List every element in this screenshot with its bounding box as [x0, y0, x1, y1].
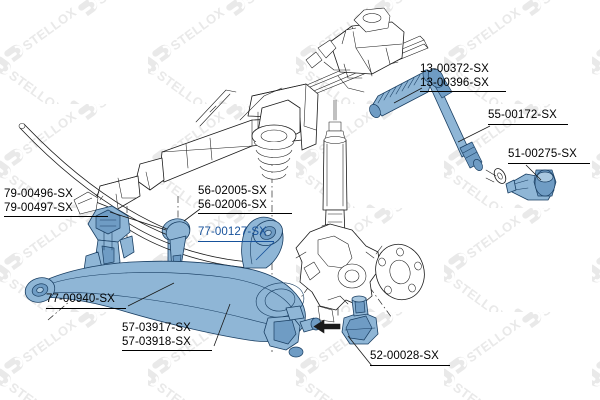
- label-underline: [198, 213, 292, 214]
- outer-tie-rod-end-label: 51-00275-SX: [508, 148, 590, 164]
- label-underline: [370, 364, 450, 366]
- label-line: 13-00396-SX: [420, 76, 489, 89]
- label-line: 52-00028-SX: [370, 350, 439, 362]
- label-line: 79-00496-SX: [4, 188, 73, 200]
- stabilizer-bushing-label: 79-00496-SX 79-00497-SX: [4, 188, 108, 217]
- label-underline: [420, 91, 506, 92]
- label-line: 55-00172-SX: [488, 109, 557, 121]
- label-line: 56-02005-SX: [198, 185, 267, 197]
- control-arm-bushing-label: 57-03917-SX 57-03918-SX: [122, 322, 212, 351]
- inner-tie-rod-label: 55-00172-SX: [488, 109, 568, 125]
- control-arm-label: 77-00127-SX: [198, 226, 274, 242]
- label-underline: [488, 123, 568, 125]
- label-line: 77-00940-SX: [46, 293, 115, 305]
- label-underline: [4, 216, 108, 217]
- label-line: 13-00372-SX: [420, 63, 489, 75]
- label-line: 79-00497-SX: [4, 201, 73, 214]
- label-line: 57-03918-SX: [122, 335, 191, 348]
- label-line: 56-02006-SX: [198, 198, 267, 211]
- label-line: 57-03917-SX: [122, 322, 191, 334]
- subframe-bushing-label: 56-02005-SX 56-02006-SX: [198, 185, 292, 214]
- ball-joint-label: 52-00028-SX: [370, 350, 450, 366]
- stabilizer-link-label: 77-00940-SX: [46, 293, 126, 309]
- label-underline: [122, 350, 212, 351]
- label-underline: [508, 162, 590, 164]
- label-underline: [198, 240, 274, 242]
- label-line: 51-00275-SX: [508, 148, 577, 160]
- label-underline: [46, 307, 126, 309]
- label-line: 77-00127-SX: [198, 226, 267, 238]
- steering-rack-boot-label: 13-00372-SX 13-00396-SX: [420, 63, 506, 92]
